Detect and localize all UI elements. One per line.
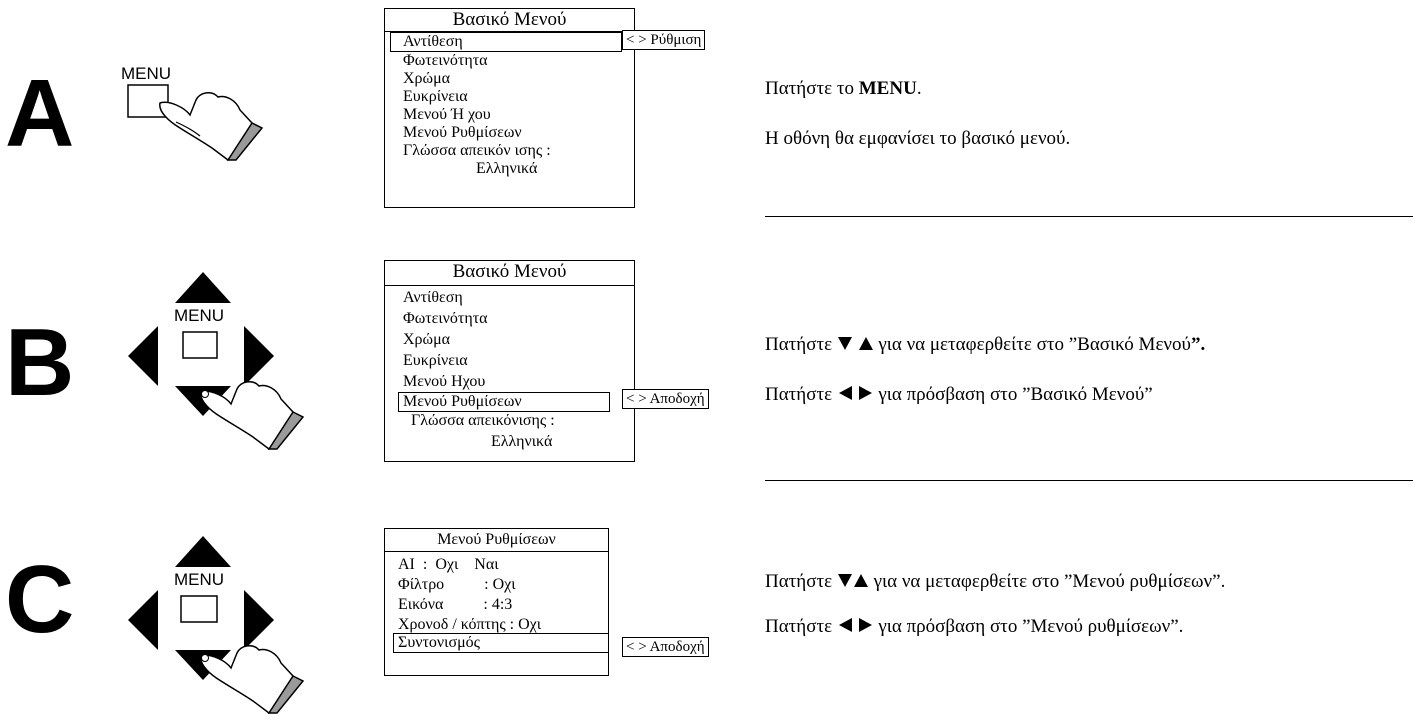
osd-item: Συντονισμός [398, 634, 480, 651]
osd-item: Χρώμα [403, 331, 451, 348]
osd-selection-box [398, 392, 610, 412]
osd-item: Ευκρίνεια [403, 88, 468, 105]
menu-key-label: MENU [174, 570, 225, 589]
up-arrow-icon [858, 337, 873, 350]
step-letter-a: A [5, 60, 75, 167]
instruction-line: Πατήστε για να μεταφερθείτε στο ”Μενού ρ… [765, 571, 1226, 592]
left-arrow-icon [838, 386, 852, 400]
separator [765, 480, 1413, 481]
osd-hint: < > Ρύθμιση [622, 30, 706, 50]
osd-item: Χρώμα [403, 70, 451, 87]
menu-key-hand-icon [127, 84, 264, 161]
osd-main-menu [384, 30, 635, 208]
up-arrow-icon [853, 574, 868, 587]
direction-pad-hand-icon [128, 536, 305, 714]
osd-item: Ελληνικά [476, 160, 538, 177]
osd-selection-box [390, 32, 622, 52]
osd-item: Μενού Ρυθμίσεων [403, 393, 522, 410]
down-arrow-icon [837, 574, 852, 587]
osd-item: Φωτεινότητα [403, 310, 488, 327]
osd-item: Χρονοδ / κόπτης : Οχι [398, 616, 542, 633]
menu-key-label: MENU [174, 306, 225, 325]
instruction-line: Πατήστε για πρόσβαση στο ”Μενού ρυθμίσεω… [765, 616, 1184, 637]
down-arrow-icon [837, 337, 852, 350]
instruction-line: Πατήστε το MENU. [765, 78, 922, 99]
osd-settings-menu [384, 550, 609, 676]
step-letter-c: C [5, 546, 75, 653]
instruction-line: Η οθόνη θα εμφανίσει το βασικό μενού. [765, 128, 1071, 149]
osd-item: Ελληνικά [491, 433, 553, 450]
osd-title: Βασικό Μενού [384, 8, 635, 32]
osd-item: AI : Οχι Ναι [398, 556, 499, 573]
osd-title: Μενού Ρυθμίσεων [384, 528, 609, 552]
osd-item: Εικόνα : 4:3 [398, 596, 513, 613]
osd-hint: < > Αποδοχή [622, 637, 709, 657]
osd-item: Μενού Ή χου [403, 106, 491, 123]
instruction-line: Πατήστε για να μεταφερθείτε στο ”Βασικό … [765, 334, 1206, 355]
menu-key-label: MENU [121, 64, 172, 83]
osd-hint: < > Αποδοχή [622, 389, 709, 409]
right-arrow-icon [858, 386, 872, 400]
osd-item: Γλώσσα απεικόνισης : [411, 412, 555, 429]
separator [765, 216, 1413, 217]
osd-item: Αντίθεση [403, 289, 463, 306]
right-arrow-icon [858, 618, 872, 632]
osd-title: Βασικό Μενού [384, 260, 635, 286]
osd-item: Μενού Ηχου [403, 373, 486, 390]
osd-item: Αντίθεση [403, 33, 463, 50]
osd-main-menu [384, 284, 635, 462]
left-arrow-icon [838, 618, 852, 632]
osd-item: Φίλτρο : Οχι [398, 576, 516, 593]
menu-key-name: MENU [858, 78, 917, 99]
osd-item: Μενού Ρυθμίσεων [403, 124, 522, 141]
direction-pad-hand-icon [128, 272, 305, 450]
osd-selection-box [393, 633, 609, 653]
osd-item: Γλώσσα απεικόν ισης : [403, 142, 551, 159]
step-letter-b: B [5, 309, 75, 416]
osd-item: Φωτεινότητα [403, 52, 488, 69]
osd-item: Ευκρίνεια [403, 352, 468, 369]
instruction-line: Πατήστε για πρόσβαση στο ”Βασικό Μενού” [765, 384, 1153, 405]
